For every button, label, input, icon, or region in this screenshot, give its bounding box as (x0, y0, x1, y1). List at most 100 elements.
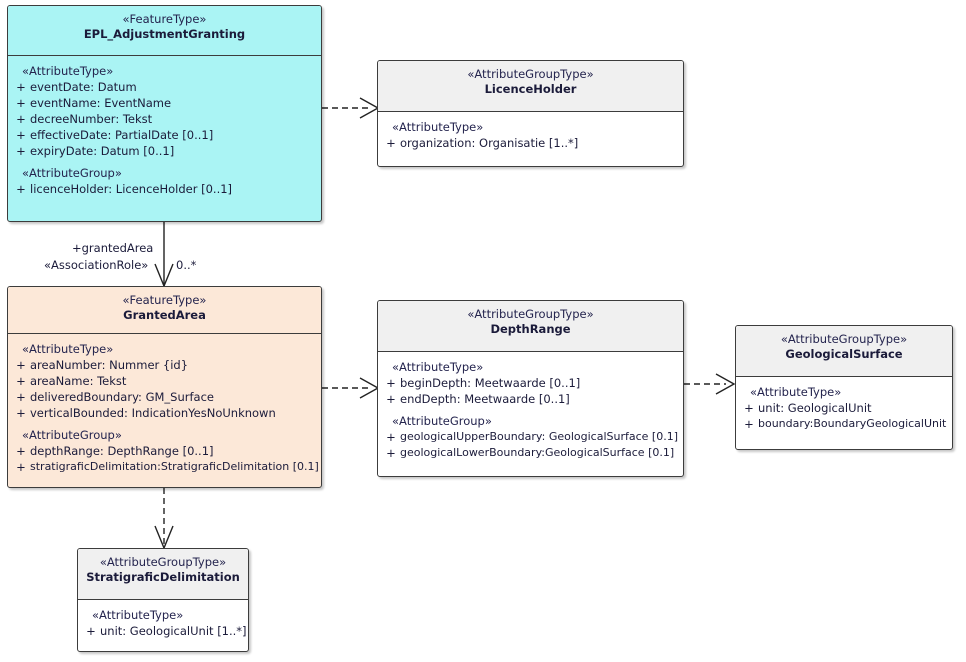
class-body-stratigrafic-delimitation: «AttributeType» + unit: GeologicalUnit [… (78, 600, 248, 646)
visibility-marker: + (744, 417, 754, 431)
attribute-text: eventName: EventName (30, 96, 172, 110)
class-stereotype: «AttributeGroupType» (467, 67, 594, 81)
association-role-stereotype-label: «AssociationRole» (44, 258, 149, 272)
visibility-marker: + (16, 460, 26, 474)
visibility-marker: + (16, 444, 26, 458)
class-body-depth-range: «AttributeType» + beginDepth: Meetwaarde… (378, 352, 683, 468)
class-body-licence-holder: «AttributeType» + organization: Organisa… (378, 112, 683, 158)
attribute-text: endDepth: Meetwaarde [0..1] (400, 392, 570, 406)
class-box-epl-adjustment-granting[interactable]: «FeatureType» EPL_AdjustmentGranting «At… (7, 5, 322, 222)
attribute-text: licenceHolder: LicenceHolder [0..1] (30, 182, 233, 196)
class-box-stratigrafic-delimitation[interactable]: «AttributeGroupType» StratigraficDelimit… (77, 548, 249, 652)
class-name: EPL_AdjustmentGranting (83, 27, 246, 41)
class-box-granted-area[interactable]: «FeatureType» GrantedArea «AttributeType… (7, 286, 322, 488)
attribute-row[interactable]: + areaName: Tekst (12, 373, 317, 389)
class-box-geological-surface[interactable]: «AttributeGroupType» GeologicalSurface «… (735, 325, 953, 450)
attribute-text: beginDepth: Meetwaarde [0..1] (400, 376, 581, 390)
class-name: GeologicalSurface (785, 347, 903, 361)
attribute-text: decreeNumber: Tekst (30, 112, 153, 126)
attribute-row[interactable]: + geologicalLowerBoundary:GeologicalSurf… (382, 445, 679, 461)
visibility-marker: + (16, 406, 26, 420)
class-box-depth-range[interactable]: «AttributeGroupType» DepthRange «Attribu… (377, 300, 684, 477)
class-body-geological-surface: «AttributeType» + unit: GeologicalUnit +… (736, 377, 952, 439)
visibility-marker: + (86, 624, 96, 638)
attribute-group-label: «AttributeType» (750, 385, 842, 399)
class-header-granted-area: «FeatureType» GrantedArea (8, 287, 321, 334)
association-role-name-label: +grantedArea (72, 241, 154, 255)
attribute-text: stratigraficDelimitation:StratigraficDel… (30, 460, 319, 473)
attribute-row[interactable]: + unit: GeologicalUnit [1..*] (82, 623, 247, 639)
attribute-row[interactable]: + endDepth: Meetwaarde [0..1] (382, 391, 679, 407)
visibility-marker: + (16, 112, 26, 126)
class-header-epl-adjustment-granting: «FeatureType» EPL_AdjustmentGranting (8, 6, 321, 56)
attribute-row[interactable]: + effectiveDate: PartialDate [0..1] (12, 127, 317, 143)
visibility-marker: + (386, 376, 396, 390)
class-stereotype: «AttributeGroupType» (467, 307, 594, 321)
attribute-text: effectiveDate: PartialDate [0..1] (30, 128, 214, 142)
attribute-row[interactable]: + licenceHolder: LicenceHolder [0..1] (12, 181, 317, 197)
attribute-row[interactable]: + deliveredBoundary: GM_Surface (12, 389, 317, 405)
attribute-row[interactable]: + boundary:BoundaryGeologicalUnit (740, 416, 948, 432)
visibility-marker: + (744, 401, 754, 415)
class-body-epl-adjustment-granting: «AttributeType» + eventDate: Datum + eve… (8, 56, 321, 204)
class-body-granted-area: «AttributeType» + areaNumber: Nummer {id… (8, 334, 321, 482)
attribute-text: areaName: Tekst (30, 374, 127, 388)
connector-granting-to-grantedarea (154, 222, 174, 288)
attribute-row[interactable]: + organization: Organisatie [1..*] (382, 135, 679, 151)
visibility-marker: + (16, 390, 26, 404)
class-name: GrantedArea (123, 308, 206, 322)
attribute-text: verticalBounded: IndicationYesNoUnknown (30, 406, 276, 420)
visibility-marker: + (16, 374, 26, 388)
attribute-row[interactable]: + geologicalUpperBoundary: GeologicalSur… (382, 429, 679, 445)
visibility-marker: + (16, 96, 26, 110)
attribute-row[interactable]: + expiryDate: Datum [0..1] (12, 143, 317, 159)
attribute-row[interactable]: + areaNumber: Nummer {id} (12, 357, 317, 373)
attribute-text: unit: GeologicalUnit [1..*] (100, 624, 247, 638)
visibility-marker: + (386, 446, 396, 460)
attribute-group-label: «AttributeType» (22, 342, 114, 356)
connector-depthrange-to-geologicalsurface (684, 373, 736, 395)
attribute-text: eventDate: Datum (30, 80, 137, 94)
class-header-depth-range: «AttributeGroupType» DepthRange (378, 301, 683, 352)
attribute-row[interactable]: + beginDepth: Meetwaarde [0..1] (382, 375, 679, 391)
attribute-text: unit: GeologicalUnit (758, 401, 872, 415)
attribute-group-label: «AttributeGroup» (22, 166, 122, 180)
attribute-row[interactable]: + stratigraficDelimitation:StratigraficD… (12, 459, 319, 475)
attribute-text: deliveredBoundary: GM_Surface (30, 390, 214, 404)
visibility-marker: + (16, 144, 26, 158)
attribute-row[interactable]: + eventDate: Datum (12, 79, 317, 95)
attribute-group-label: «AttributeGroup» (22, 428, 122, 442)
attribute-group-label: «AttributeType» (392, 120, 484, 134)
attribute-text: boundary:BoundaryGeologicalUnit (758, 417, 947, 430)
attribute-text: geologicalLowerBoundary:GeologicalSurfac… (400, 446, 675, 459)
class-stereotype: «AttributeGroupType» (780, 332, 908, 346)
attribute-text: areaNumber: Nummer {id} (30, 358, 189, 372)
class-box-licence-holder[interactable]: «AttributeGroupType» LicenceHolder «Attr… (377, 60, 684, 167)
class-stereotype: «FeatureType» (122, 12, 207, 26)
connector-granting-to-licenceholder (322, 97, 380, 119)
visibility-marker: + (16, 182, 26, 196)
class-header-licence-holder: «AttributeGroupType» LicenceHolder (378, 61, 683, 112)
association-multiplicity-label: 0..* (176, 258, 197, 272)
attribute-row[interactable]: + eventName: EventName (12, 95, 317, 111)
attribute-text: depthRange: DepthRange [0..1] (30, 444, 214, 458)
attribute-group-label: «AttributeType» (92, 608, 184, 622)
class-stereotype: «FeatureType» (122, 293, 207, 307)
visibility-marker: + (386, 136, 396, 150)
visibility-marker: + (16, 358, 26, 372)
visibility-marker: + (386, 430, 396, 444)
class-header-geological-surface: «AttributeGroupType» GeologicalSurface (736, 326, 952, 377)
attribute-text: expiryDate: Datum [0..1] (30, 144, 175, 158)
visibility-marker: + (386, 392, 396, 406)
attribute-row[interactable]: + depthRange: DepthRange [0..1] (12, 443, 317, 459)
attribute-row[interactable]: + verticalBounded: IndicationYesNoUnknow… (12, 405, 317, 421)
attribute-row[interactable]: + decreeNumber: Tekst (12, 111, 317, 127)
class-name: LicenceHolder (484, 82, 577, 96)
class-stereotype: «AttributeGroupType» (99, 555, 227, 569)
attribute-group-label: «AttributeGroup» (392, 414, 492, 428)
attribute-row[interactable]: + unit: GeologicalUnit (740, 400, 948, 416)
visibility-marker: + (16, 80, 26, 94)
attribute-group-label: «AttributeType» (22, 64, 114, 78)
visibility-marker: + (16, 128, 26, 142)
